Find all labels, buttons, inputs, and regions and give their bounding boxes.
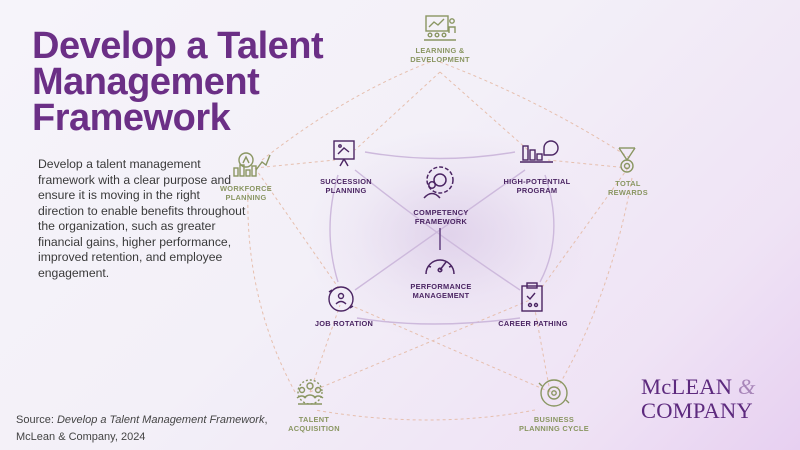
source-suffix: , [264,414,268,426]
node-succession-planning: SUCCESSION PLANNING [320,177,372,195]
node-career-pathing: CAREER PATHING [498,319,568,328]
logo-ampersand: & [738,374,756,399]
page-title: Develop a Talent Management Framework [32,25,332,139]
title-line-2: Management [32,61,260,103]
person-gear-icon [423,166,454,199]
node-competency-framework: COMPETENCY FRAMEWORK [413,208,469,226]
inner-connector-lines [329,151,555,325]
title-line-1: Develop a Talent [32,25,324,67]
rotation-person-icon [328,286,354,312]
gauge-icon [425,259,455,275]
clipboard-icon [521,282,543,312]
node-high-potential-program: HIGH-POTENTIAL PROGRAM [503,177,571,195]
source-prefix: Source: [16,414,57,426]
logo-line-1: McLEAN [641,374,739,399]
source-title: Develop a Talent Management Framework [56,414,265,426]
cycle-gear-icon [538,379,570,407]
outer-dashed-lines [247,61,633,421]
node-learning-development: LEARNING & DEVELOPMENT [410,46,470,64]
description-text: Develop a talent management framework wi… [38,157,246,280]
chart-icon [520,140,559,163]
center-glow [305,130,595,340]
source-publisher: McLean & Company, 2024 [16,431,146,443]
node-workforce-planning: WORKFORCE PLANNING [220,184,272,202]
presentation-icon [424,15,456,41]
node-talent-acquisition: TALENT ACQUISITION [288,415,340,433]
title-line-3: Framework [32,97,231,139]
node-performance-management: PERFORMANCE MANAGEMENT [410,282,472,300]
logo-line-2: COMPANY [641,398,753,423]
medal-icon [618,147,636,173]
team-icon [296,379,324,405]
source-citation: Source: Develop a Talent Management Fram… [16,412,276,446]
node-total-rewards: TOTAL REWARDS [608,179,648,197]
company-logo: McLEAN & COMPANY [641,375,791,423]
node-job-rotation: JOB ROTATION [314,319,374,328]
node-business-planning-cycle: BUSINESS PLANNING CYCLE [519,415,589,433]
strategy-board-icon [333,140,355,167]
growth-people-icon [233,152,271,177]
